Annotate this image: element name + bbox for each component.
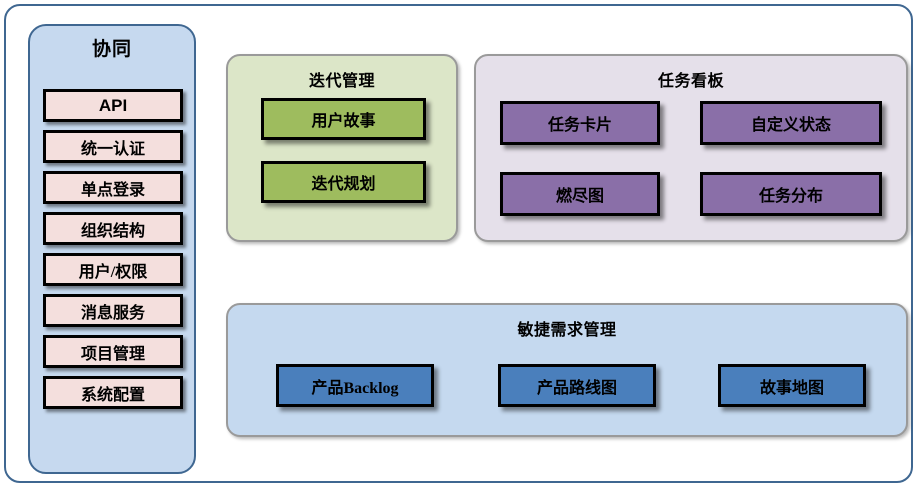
node-iteration-planning[interactable]: 迭代规划: [261, 161, 426, 203]
sidebar-item-list: API 统一认证 单点登录 组织结构 用户/权限 消息服务 项目管理 系统配置: [43, 89, 183, 417]
sidebar-item-unified-auth[interactable]: 统一认证: [43, 130, 183, 163]
node-burndown-chart[interactable]: 燃尽图: [500, 172, 660, 216]
node-task-card[interactable]: 任务卡片: [500, 101, 660, 145]
panel-agile-requirements-management: 敏捷需求管理 产品Backlog 产品路线图 故事地图: [226, 303, 908, 437]
sidebar-item-api[interactable]: API: [43, 89, 183, 122]
node-product-roadmap[interactable]: 产品路线图: [498, 364, 656, 407]
sidebar-item-user-permission[interactable]: 用户/权限: [43, 253, 183, 286]
sidebar-item-org-structure[interactable]: 组织结构: [43, 212, 183, 245]
sidebar-item-single-sign-on[interactable]: 单点登录: [43, 171, 183, 204]
outer-frame: 协同 API 统一认证 单点登录 组织结构 用户/权限 消息服务 项目管理 系统…: [4, 4, 913, 483]
node-task-distribution[interactable]: 任务分布: [700, 172, 882, 216]
panel-iteration-management: 迭代管理 用户故事 迭代规划: [226, 54, 458, 242]
panel-title-task-board: 任务看板: [657, 73, 724, 90]
panel-task-board: 任务看板 任务卡片 自定义状态 燃尽图 任务分布: [474, 54, 908, 242]
node-product-backlog[interactable]: 产品Backlog: [276, 364, 434, 407]
sidebar-title: 协同: [91, 39, 132, 60]
sidebar-item-project-management[interactable]: 项目管理: [43, 335, 183, 368]
node-custom-status[interactable]: 自定义状态: [700, 101, 882, 145]
node-story-map[interactable]: 故事地图: [718, 364, 866, 407]
panel-title-iteration-management: 迭代管理: [308, 73, 375, 90]
collaboration-sidebar: 协同 API 统一认证 单点登录 组织结构 用户/权限 消息服务 项目管理 系统…: [28, 24, 196, 474]
sidebar-item-message-service[interactable]: 消息服务: [43, 294, 183, 327]
panel-title-agile-requirements-management: 敏捷需求管理: [517, 322, 617, 339]
node-user-story[interactable]: 用户故事: [261, 98, 426, 140]
sidebar-item-system-config[interactable]: 系统配置: [43, 376, 183, 409]
